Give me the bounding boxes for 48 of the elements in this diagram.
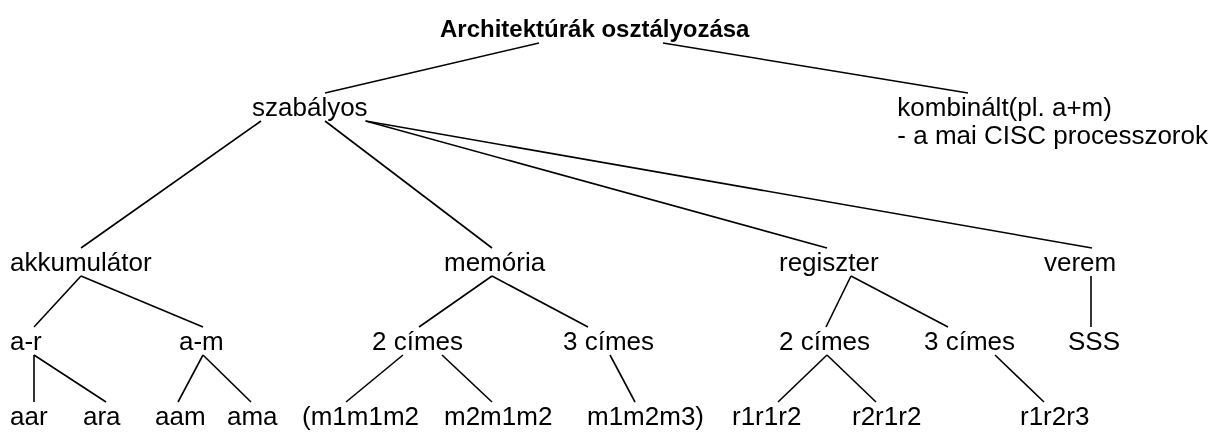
node-label: 2 címes: [372, 327, 464, 355]
node-label: (m1m1m2: [302, 402, 419, 430]
node-label: verem: [1044, 248, 1117, 276]
connector-line: [777, 354, 828, 403]
node-label: a-r: [10, 327, 42, 355]
node-label: ama: [227, 402, 278, 430]
connector-line: [491, 275, 589, 328]
node-label: m2m1m2: [444, 402, 553, 430]
node-label: regiszter: [779, 248, 879, 276]
node-label: 3 címes: [924, 327, 1016, 355]
connector-line: [33, 354, 107, 403]
connector-line: [202, 354, 252, 403]
node-label: m1m2m3): [587, 402, 704, 430]
connector-line: [609, 354, 636, 403]
connector-line: [33, 275, 82, 328]
node-label: 2 címes: [779, 327, 871, 355]
heading-label: Architektúrák osztályozása: [440, 15, 750, 43]
node-label: akkumulátor: [10, 248, 152, 276]
node-label: aar: [10, 402, 48, 430]
connector-line: [324, 42, 540, 94]
connector-line: [33, 354, 35, 403]
node-label: kombinált(pl. a+m): [897, 93, 1113, 121]
node-label: szabályos: [252, 93, 368, 121]
connector-line: [80, 120, 262, 249]
node-label: aam: [155, 402, 206, 430]
connector-line: [850, 275, 949, 328]
node-label: 3 címes: [563, 327, 655, 355]
connector-line: [364, 120, 1093, 249]
connector-line: [825, 275, 852, 328]
connector-line: [364, 120, 828, 249]
node-label: r1r2r3: [1020, 402, 1090, 430]
node-label: SSS: [1068, 327, 1121, 355]
node-note: - a mai CISC processzorok: [897, 121, 1208, 149]
connector-line: [345, 354, 404, 403]
connector-line: [441, 354, 493, 403]
connector-line: [418, 275, 493, 328]
connector-line: [826, 354, 877, 403]
node-label: r2r1r2: [852, 402, 922, 430]
node-label: memória: [444, 248, 546, 276]
connector-line: [994, 354, 1045, 403]
connector-line: [80, 275, 204, 328]
connector-line: [1090, 275, 1092, 328]
node-label: ara: [83, 402, 121, 430]
connector-line: [324, 120, 493, 249]
connector-line: [662, 42, 969, 94]
connector-line: [177, 354, 204, 403]
node-label: a-m: [179, 327, 224, 355]
node-label: r1r1r2: [732, 402, 802, 430]
